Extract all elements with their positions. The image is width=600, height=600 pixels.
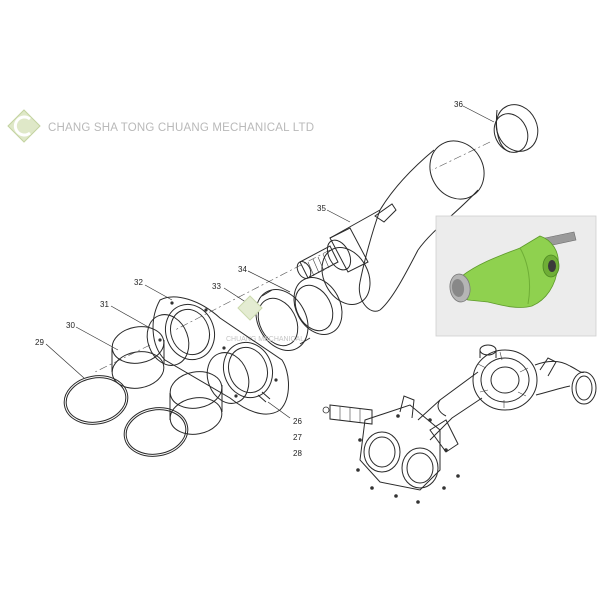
part-36-ring — [493, 104, 539, 153]
label-31: 31 — [100, 300, 109, 309]
label-36: 36 — [454, 100, 463, 109]
axis-centerline — [94, 141, 491, 373]
part-33-wear-ring — [255, 289, 311, 351]
label-28: 28 — [293, 449, 302, 458]
label-26: 26 — [293, 417, 302, 426]
leader-30 — [75, 326, 119, 351]
watermark-small-text: CHUANG MECHANICAL — [226, 336, 304, 343]
part-29-rubber-rings — [63, 375, 189, 457]
leader-36 — [462, 105, 495, 123]
part-photo-inset — [435, 215, 597, 337]
leader-29 — [45, 343, 85, 379]
leader-31 — [110, 305, 151, 329]
label-33: 33 — [212, 282, 221, 291]
leader-32 — [144, 284, 173, 301]
label-35: 35 — [317, 204, 326, 213]
assembled-view — [322, 344, 597, 504]
part-34-ring — [293, 277, 343, 335]
part-31-o-rings — [146, 314, 250, 404]
leader-34 — [247, 270, 291, 293]
label-29: 29 — [35, 338, 44, 347]
watermark-logo-icon — [7, 109, 41, 143]
part-35-s-valve — [296, 140, 485, 312]
label-34: 34 — [238, 265, 247, 274]
watermark-small-logo-icon — [237, 295, 263, 321]
label-27: 27 — [293, 433, 302, 442]
watermark-company-text: CHANG SHA TONG CHUANG MECHANICAL LTD — [48, 122, 314, 134]
part-32-spectacle-plate — [152, 296, 289, 415]
leader-26 — [267, 401, 291, 419]
label-30: 30 — [66, 321, 75, 330]
part-30-sleeves — [111, 326, 223, 435]
label-32: 32 — [134, 278, 143, 287]
leader-35 — [326, 209, 351, 223]
